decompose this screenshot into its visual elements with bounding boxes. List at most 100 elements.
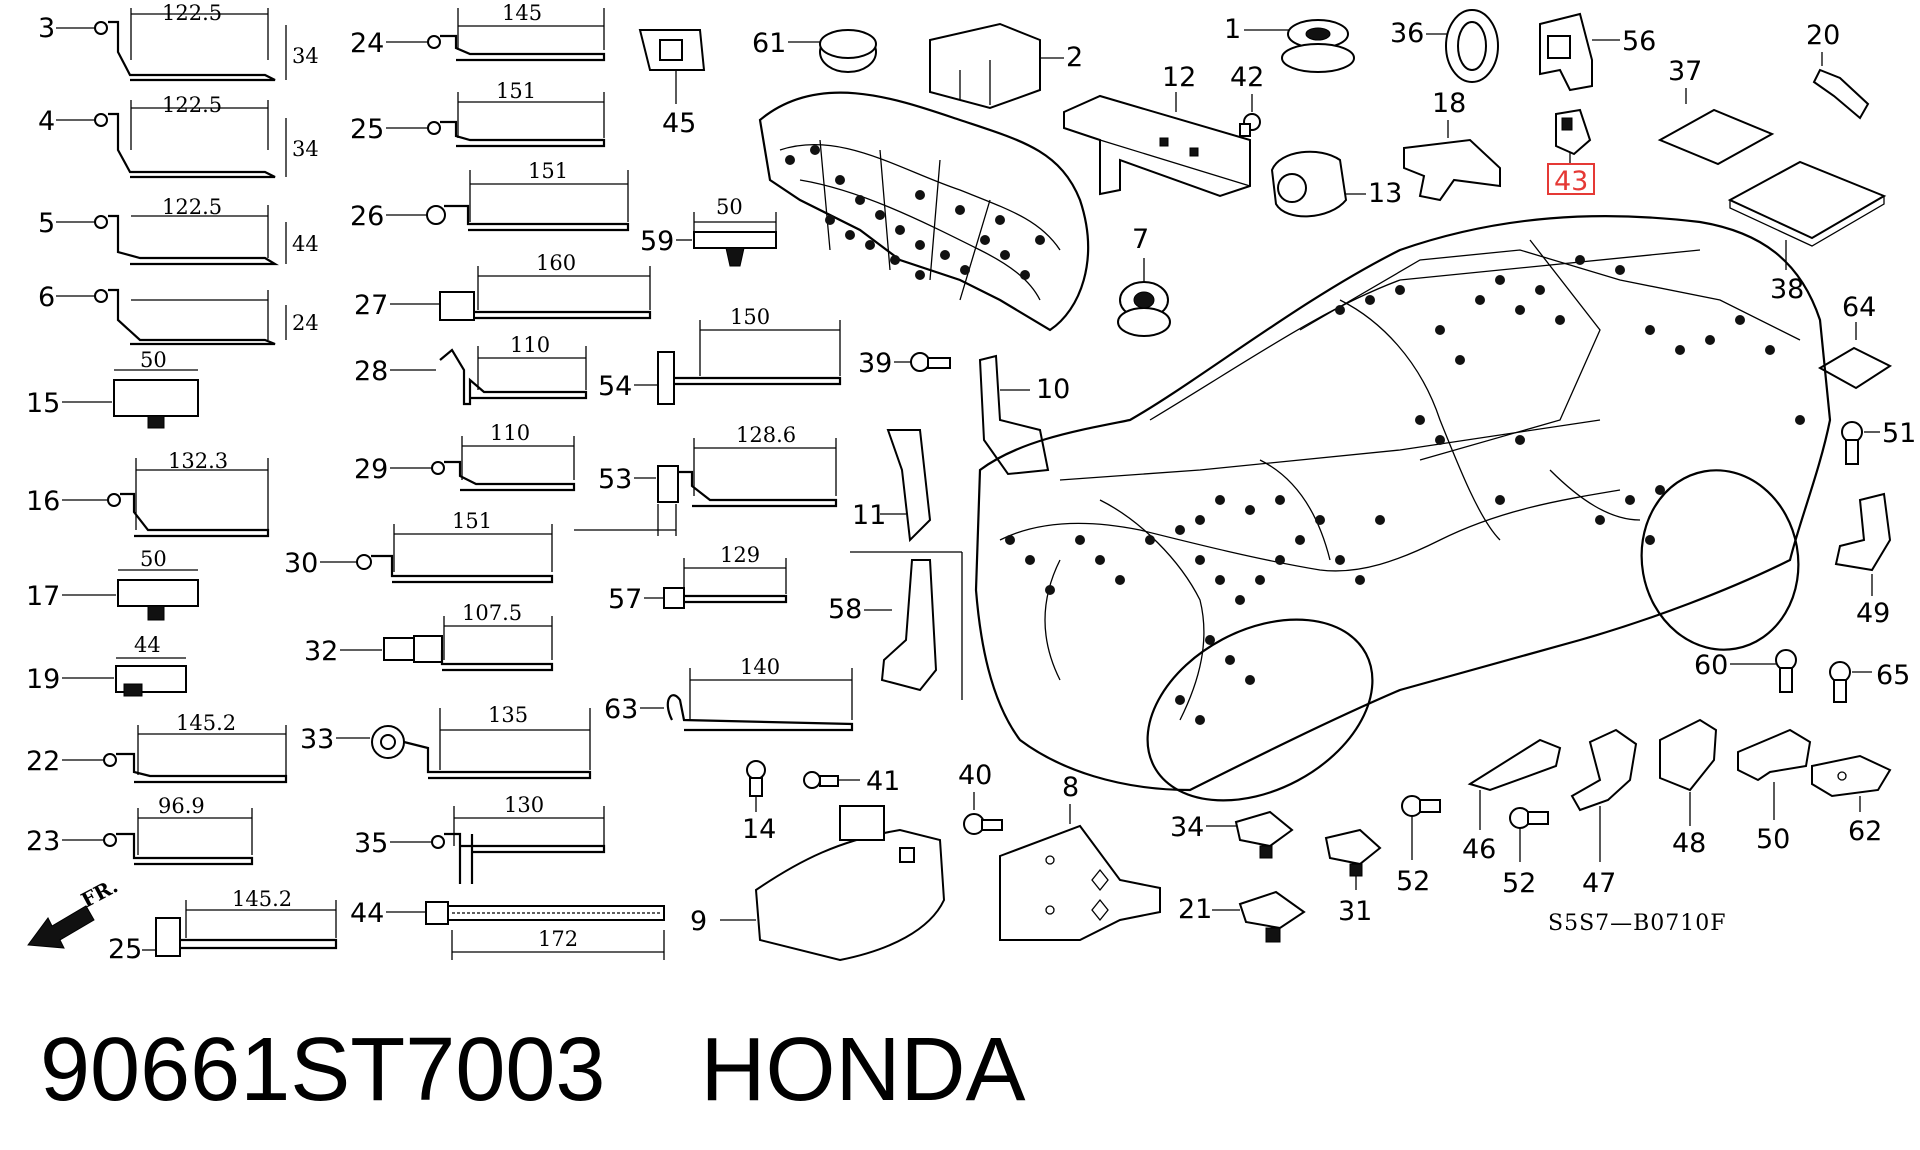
part-42-screw: 42 bbox=[1230, 62, 1264, 137]
label-47: 47 bbox=[1582, 868, 1616, 899]
label-11: 11 bbox=[852, 500, 886, 531]
part-59-clip: 59 50 bbox=[640, 195, 777, 267]
part-51-bolt: 51 bbox=[1841, 418, 1916, 465]
label-5: 5 bbox=[38, 208, 55, 239]
label-23: 23 bbox=[26, 826, 60, 857]
part-40-bolt: 40 bbox=[958, 760, 1003, 835]
part-number-title: 90661ST7003 bbox=[40, 1020, 606, 1120]
part-9-cover: 9 bbox=[690, 805, 946, 962]
part-60-bolt: 60 bbox=[1694, 649, 1797, 693]
part-22-clip: 22 145.2 bbox=[26, 711, 288, 784]
part-52a-bolt: 52 bbox=[1396, 795, 1441, 897]
part-43-clip-highlighted: 43 bbox=[1547, 108, 1595, 197]
part-14-screw: 14 bbox=[742, 760, 776, 845]
label-59: 59 bbox=[640, 226, 674, 257]
label-24: 24 bbox=[350, 28, 384, 59]
label-10: 10 bbox=[1036, 374, 1070, 405]
part-27-clip: 27 160 bbox=[354, 251, 652, 321]
dim-30: 151 bbox=[452, 509, 492, 533]
dim-28: 110 bbox=[510, 333, 550, 357]
part-47-bracket: 47 bbox=[1570, 728, 1638, 899]
label-37: 37 bbox=[1668, 56, 1702, 87]
part-13-grommet: 13 bbox=[1270, 150, 1402, 218]
part-18-bracket: 18 bbox=[1403, 88, 1501, 202]
part-58-bracket: 58 bbox=[828, 551, 963, 700]
part-36-grommet: 36 bbox=[1390, 9, 1499, 83]
label-45: 45 bbox=[662, 108, 696, 139]
caption: 90661ST7003 HONDA bbox=[40, 1010, 1026, 1130]
label-19: 19 bbox=[26, 664, 60, 695]
dim-27: 160 bbox=[536, 251, 576, 275]
part-62-bracket: 62 bbox=[1811, 754, 1892, 847]
part-55-clip: 57 129 bbox=[608, 543, 788, 615]
label-43: 43 bbox=[1554, 166, 1588, 197]
label-50: 50 bbox=[1756, 824, 1790, 855]
label-57: 53 bbox=[598, 464, 632, 495]
part-48-bracket: 48 bbox=[1659, 718, 1718, 859]
drawing-code: S5S7—B0710F bbox=[1548, 911, 1727, 936]
dim-4a: 122.5 bbox=[162, 93, 222, 117]
part-33-clip: 33 135 bbox=[300, 703, 592, 780]
direction-label: FR. bbox=[77, 873, 122, 912]
label-53: 54 bbox=[598, 371, 632, 402]
part-50-bracket: 50 bbox=[1737, 728, 1812, 855]
part-32-clip: 32 107.5 bbox=[304, 601, 554, 672]
part-11-bracket: 11 bbox=[852, 429, 932, 543]
dim-63: 140 bbox=[740, 655, 780, 679]
label-20: 20 bbox=[1806, 20, 1840, 51]
part-54-clip: 25 145.2 bbox=[108, 887, 338, 965]
label-9: 9 bbox=[690, 906, 707, 937]
dim-59: 50 bbox=[716, 195, 743, 219]
label-40: 40 bbox=[958, 760, 992, 791]
part-37-pad: 37 bbox=[1657, 56, 1775, 166]
label-54: 25 bbox=[108, 934, 142, 965]
part-16-clip: 16 132.3 bbox=[26, 449, 270, 538]
part-61-plug: 61 bbox=[752, 28, 877, 73]
dim-32: 107.5 bbox=[462, 601, 522, 625]
dim-33: 135 bbox=[488, 703, 528, 727]
part-5-clip: 5 122.5 44 bbox=[38, 195, 319, 266]
dim-55: 129 bbox=[720, 543, 760, 567]
part-57-clip: 53 128.6 bbox=[574, 423, 838, 536]
part-34-clip: 34 bbox=[1170, 810, 1294, 859]
label-2: 2 bbox=[1066, 42, 1083, 73]
label-44: 44 bbox=[350, 898, 384, 929]
dim-4b: 34 bbox=[292, 137, 319, 161]
highlight-box bbox=[1547, 163, 1595, 195]
label-38: 38 bbox=[1770, 274, 1804, 305]
dim-25: 151 bbox=[496, 79, 536, 103]
part-4-clip: 4 122.5 34 bbox=[38, 93, 319, 179]
part-45-connector: 45 bbox=[638, 29, 706, 139]
label-15: 15 bbox=[26, 388, 60, 419]
part-12-bracket: 12 bbox=[1063, 62, 1251, 198]
label-62: 62 bbox=[1848, 816, 1882, 847]
label-32: 32 bbox=[304, 636, 338, 667]
dim-5a: 122.5 bbox=[162, 195, 222, 219]
label-52b: 52 bbox=[1502, 868, 1536, 899]
part-38-pad: 38 bbox=[1727, 160, 1887, 305]
part-2-box: 2 bbox=[929, 22, 1083, 110]
part-52b-bolt: 52 bbox=[1502, 807, 1549, 899]
harness-connectors-dash bbox=[785, 145, 1045, 280]
label-3: 3 bbox=[38, 13, 55, 44]
part-10-bracket: 10 bbox=[978, 354, 1070, 476]
label-35: 35 bbox=[354, 828, 388, 859]
part-29-clip: 29 110 bbox=[354, 421, 576, 492]
part-49-bracket: 49 bbox=[1834, 492, 1892, 629]
label-18: 18 bbox=[1432, 88, 1466, 119]
label-13: 13 bbox=[1368, 178, 1402, 209]
label-7: 7 bbox=[1132, 224, 1149, 255]
part-8-plate: 8 bbox=[999, 772, 1161, 941]
label-65: 65 bbox=[1876, 660, 1910, 691]
car-body-outline bbox=[974, 215, 1832, 802]
label-16: 16 bbox=[26, 486, 60, 517]
label-1: 1 bbox=[1224, 14, 1241, 45]
label-12: 12 bbox=[1162, 62, 1196, 93]
label-46: 46 bbox=[1462, 834, 1496, 865]
part-28-clip: 28 110 bbox=[354, 333, 588, 406]
part-65-bolt: 65 bbox=[1829, 660, 1910, 703]
label-39: 39 bbox=[858, 348, 892, 379]
label-29: 29 bbox=[354, 454, 388, 485]
dim-35: 130 bbox=[504, 793, 544, 817]
